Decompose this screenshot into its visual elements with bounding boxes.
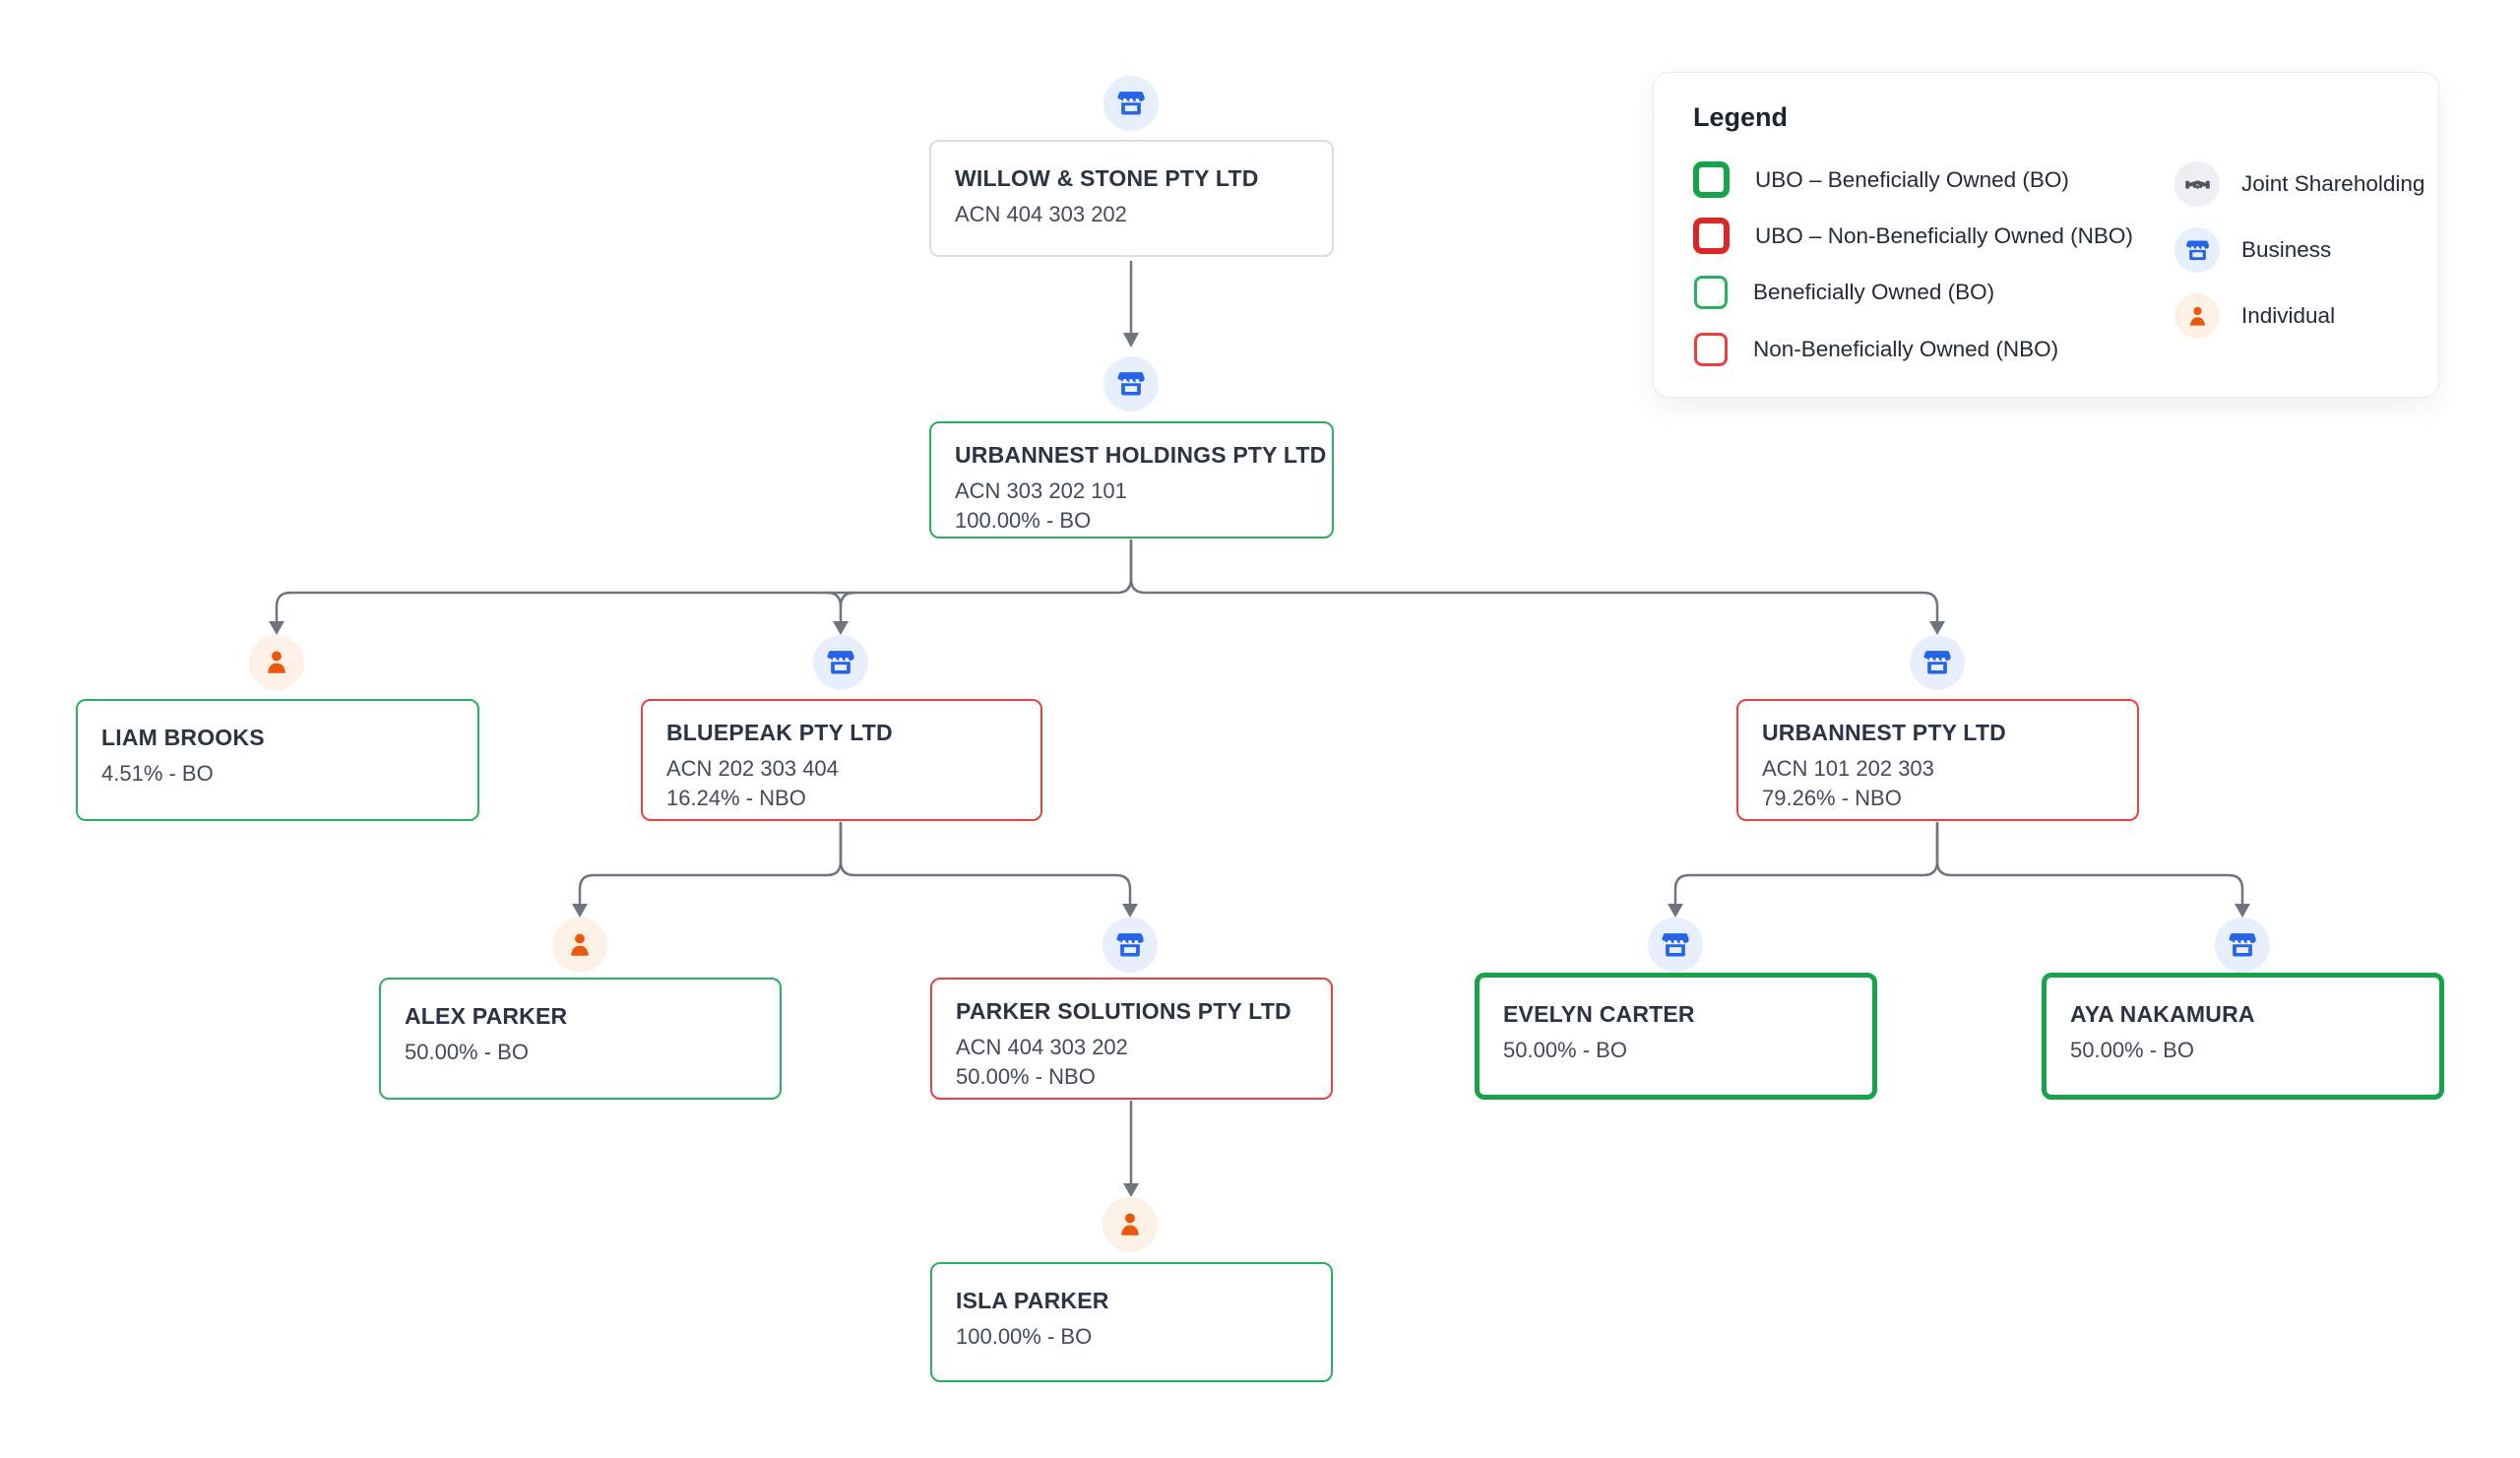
node-ownership: 50.00% - NBO xyxy=(956,1064,1096,1089)
node-title: AYA NAKAMURA xyxy=(2070,1001,2255,1027)
business-icon xyxy=(1910,635,1965,690)
node-isla-parker[interactable]: ISLA PARKER 100.00% - BO xyxy=(930,1262,1333,1382)
legend-item-bo: Beneficially Owned (BO) xyxy=(1694,276,1994,309)
node-ownership: 16.24% - NBO xyxy=(666,786,806,810)
legend-item-ubo-nbo: UBO – Non-Beneficially Owned (NBO) xyxy=(1693,218,2133,254)
node-evelyn-carter[interactable]: EVELYN CARTER 50.00% - BO xyxy=(1475,973,1877,1100)
node-urbannest-holdings[interactable]: URBANNEST HOLDINGS PTY LTD ACN 303 202 1… xyxy=(929,421,1334,539)
business-icon xyxy=(2215,918,2270,973)
node-acn: ACN 303 202 101 xyxy=(955,478,1127,503)
node-ownership: 79.26% - NBO xyxy=(1762,786,1902,810)
business-icon xyxy=(1648,918,1703,973)
node-title: WILLOW & STONE PTY LTD xyxy=(955,165,1259,191)
node-title: ISLA PARKER xyxy=(956,1288,1109,1313)
node-ownership: 50.00% - BO xyxy=(2070,1038,2194,1062)
node-ownership: 100.00% - BO xyxy=(956,1324,1093,1349)
individual-icon xyxy=(552,918,607,973)
node-title: BLUEPEAK PTY LTD xyxy=(666,720,893,745)
node-liam-brooks[interactable]: LIAM BROOKS 4.51% - BO xyxy=(76,699,479,821)
node-title: URBANNEST HOLDINGS PTY LTD xyxy=(955,442,1327,468)
node-title: EVELYN CARTER xyxy=(1503,1001,1695,1027)
node-bluepeak[interactable]: BLUEPEAK PTY LTD ACN 202 303 404 16.24% … xyxy=(641,699,1042,821)
node-title: LIAM BROOKS xyxy=(101,725,265,750)
business-icon xyxy=(1102,918,1158,973)
node-acn: ACN 202 303 404 xyxy=(666,756,839,781)
node-aya-nakamura[interactable]: AYA NAKAMURA 50.00% - BO xyxy=(2042,973,2444,1100)
business-icon xyxy=(1103,356,1159,412)
node-ownership: 50.00% - BO xyxy=(1503,1038,1627,1062)
business-icon xyxy=(1103,76,1159,131)
legend-item-joint-shareholding: Joint Shareholding xyxy=(2174,161,2425,207)
legend-item-ubo-bo: UBO – Beneficially Owned (BO) xyxy=(1693,161,2069,198)
nbo-swatch xyxy=(1694,333,1728,366)
legend-card: Legend UBO – Beneficially Owned (BO) UBO… xyxy=(1653,72,2439,398)
business-icon xyxy=(813,635,868,690)
individual-icon xyxy=(2174,293,2220,339)
legend-item-business: Business xyxy=(2174,227,2331,273)
legend-item-individual: Individual xyxy=(2174,293,2335,339)
ubo-bo-swatch xyxy=(1693,161,1730,198)
node-title: ALEX PARKER xyxy=(405,1003,568,1029)
legend-title: Legend xyxy=(1693,102,1789,132)
individual-icon xyxy=(249,635,304,690)
node-acn: ACN 404 303 202 xyxy=(956,1035,1128,1059)
individual-icon xyxy=(1102,1197,1158,1252)
ubo-nbo-swatch xyxy=(1693,218,1730,254)
node-ownership: 50.00% - BO xyxy=(405,1040,529,1064)
node-ownership: 4.51% - BO xyxy=(101,761,214,786)
node-acn: ACN 404 303 202 xyxy=(955,202,1127,226)
bo-swatch xyxy=(1694,276,1728,309)
node-parker-solutions[interactable]: PARKER SOLUTIONS PTY LTD ACN 404 303 202… xyxy=(930,978,1333,1100)
node-acn: ACN 101 202 303 xyxy=(1762,756,1934,781)
node-urbannest-pty[interactable]: URBANNEST PTY LTD ACN 101 202 303 79.26%… xyxy=(1736,699,2139,821)
legend-item-nbo: Non-Beneficially Owned (NBO) xyxy=(1694,333,2058,366)
node-title: PARKER SOLUTIONS PTY LTD xyxy=(956,998,1292,1024)
node-ownership: 100.00% - BO xyxy=(955,508,1092,533)
node-title: URBANNEST PTY LTD xyxy=(1762,720,2006,745)
node-willow-stone[interactable]: WILLOW & STONE PTY LTD ACN 404 303 202 xyxy=(929,140,1334,257)
node-alex-parker[interactable]: ALEX PARKER 50.00% - BO xyxy=(379,978,782,1100)
business-icon xyxy=(2174,227,2220,273)
joint-shareholding-icon xyxy=(2174,161,2220,207)
